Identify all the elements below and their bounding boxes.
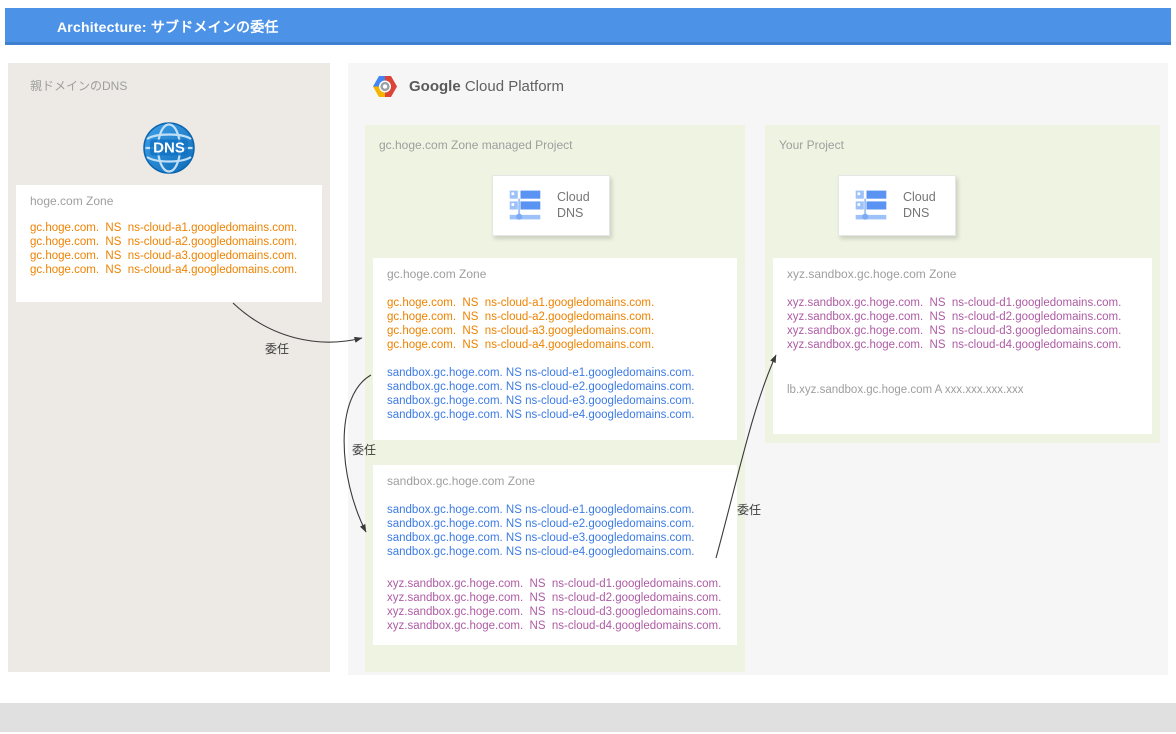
gc-ns-records: gc.hoge.com. NS ns-cloud-a1.googledomain… — [387, 296, 654, 352]
dns-badge-text: DNS — [153, 140, 185, 157]
cloud-dns-label-line2: DNS — [903, 206, 930, 220]
dns-record: sandbox.gc.hoge.com. NS ns-cloud-e1.goog… — [387, 367, 695, 379]
dns-record: gc.hoge.com. NS ns-cloud-a2.googledomain… — [387, 311, 655, 323]
dns-record: gc.hoge.com. NS ns-cloud-a3.googledomain… — [387, 325, 655, 337]
dns-record: gc.hoge.com. NS ns-cloud-a4.googledomain… — [30, 264, 298, 276]
dns-record: xyz.sandbox.gc.hoge.com. NS ns-cloud-d1.… — [787, 297, 1122, 309]
dns-record: xyz.sandbox.gc.hoge.com. NS ns-cloud-d3.… — [787, 325, 1122, 337]
dns-record: xyz.sandbox.gc.hoge.com. NS ns-cloud-d3.… — [387, 606, 722, 618]
dns-record: xyz.sandbox.gc.hoge.com. NS ns-cloud-d4.… — [787, 339, 1122, 351]
dns-record: sandbox.gc.hoge.com. NS ns-cloud-e2.goog… — [387, 381, 695, 393]
dns-record: gc.hoge.com. NS ns-cloud-a4.googledomain… — [387, 339, 655, 351]
xyz-ns-records: xyz.sandbox.gc.hoge.com. NS ns-cloud-d1.… — [787, 296, 1121, 352]
zone-title: hoge.com Zone — [30, 194, 114, 208]
footer-bar — [0, 703, 1176, 732]
dns-record: gc.hoge.com. NS ns-cloud-a3.googledomain… — [30, 250, 298, 262]
cloud-dns-label: Cloud DNS — [557, 189, 590, 221]
dns-record: gc.hoge.com. NS ns-cloud-a2.googledomain… — [30, 236, 298, 248]
hoge-com-zone-box: hoge.com Zone gc.hoge.com. NS ns-cloud-a… — [16, 185, 322, 302]
dns-globe-icon: DNS — [143, 122, 195, 174]
dns-record: sandbox.gc.hoge.com. NS ns-cloud-e4.goog… — [387, 546, 695, 558]
zone-title: xyz.sandbox.gc.hoge.com Zone — [787, 267, 957, 281]
sandbox-ns-records: sandbox.gc.hoge.com. NS ns-cloud-e1.goog… — [387, 503, 694, 559]
parent-panel-label: 親ドメインのDNS — [30, 79, 128, 93]
title-bar: Architecture: サブドメインの委任 — [5, 8, 1171, 45]
dns-record: gc.hoge.com. NS ns-cloud-a1.googledomain… — [30, 222, 298, 234]
gcp-panel: Google Cloud Platform gc.hoge.com Zone m… — [348, 63, 1168, 675]
delegation-label: 委任 — [352, 443, 377, 457]
cloud-dns-card: Cloud DNS — [838, 175, 956, 236]
cloud-dns-card: Cloud DNS — [492, 175, 610, 236]
delegation-label: 委任 — [737, 503, 762, 517]
dns-record: sandbox.gc.hoge.com. NS ns-cloud-e3.goog… — [387, 532, 695, 544]
your-project-panel: Your Project Cloud DNS xyz.sandbox.g — [765, 125, 1160, 443]
gc-delegation-records: gc.hoge.com. NS ns-cloud-a1.googledomain… — [30, 221, 297, 277]
xyz-delegation-records: xyz.sandbox.gc.hoge.com. NS ns-cloud-d1.… — [387, 577, 721, 633]
dns-record: xyz.sandbox.gc.hoge.com. NS ns-cloud-d1.… — [387, 578, 722, 590]
gcp-brand-text: Google Cloud Platform — [409, 78, 564, 95]
dns-record: sandbox.gc.hoge.com. NS ns-cloud-e3.goog… — [387, 395, 695, 407]
dns-record: lb.xyz.sandbox.gc.hoge.com A xxx.xxx.xxx… — [787, 384, 1024, 396]
managed-project-panel: gc.hoge.com Zone managed Project Cloud D… — [365, 125, 745, 672]
cloud-dns-label-line1: Cloud — [903, 190, 936, 204]
dns-record: sandbox.gc.hoge.com. NS ns-cloud-e2.goog… — [387, 518, 695, 530]
zone-title: sandbox.gc.hoge.com Zone — [387, 474, 536, 488]
cloud-dns-label: Cloud DNS — [903, 189, 936, 221]
sandbox-delegation-records: sandbox.gc.hoge.com. NS ns-cloud-e1.goog… — [387, 366, 694, 422]
parent-dns-panel: 親ドメインのDNS DNS hoge.com Zone gc.hoge.com.… — [8, 63, 330, 672]
gc-hoge-zone-box: gc.hoge.com Zone gc.hoge.com. NS ns-clou… — [373, 258, 737, 440]
dns-record: xyz.sandbox.gc.hoge.com. NS ns-cloud-d4.… — [387, 620, 722, 632]
dns-record: xyz.sandbox.gc.hoge.com. NS ns-cloud-d2.… — [387, 592, 722, 604]
gcp-brand: Google Cloud Platform — [372, 73, 564, 99]
cloud-dns-label-line1: Cloud — [557, 190, 590, 204]
sandbox-zone-box: sandbox.gc.hoge.com Zone sandbox.gc.hoge… — [373, 465, 737, 645]
lb-a-record: lb.xyz.sandbox.gc.hoge.com A xxx.xxx.xxx… — [787, 383, 1024, 397]
cloud-dns-label-line2: DNS — [557, 206, 584, 220]
cloud-dns-icon — [855, 190, 887, 220]
dns-record: sandbox.gc.hoge.com. NS ns-cloud-e1.goog… — [387, 504, 695, 516]
brand-google: Google — [409, 77, 461, 95]
xyz-sandbox-zone-box: xyz.sandbox.gc.hoge.com Zone xyz.sandbox… — [773, 258, 1152, 434]
your-project-label: Your Project — [779, 138, 844, 152]
zone-title: gc.hoge.com Zone — [387, 267, 487, 281]
page-title: Architecture: サブドメインの委任 — [57, 19, 279, 35]
dns-record: xyz.sandbox.gc.hoge.com. NS ns-cloud-d2.… — [787, 311, 1122, 323]
gcp-logo-icon — [373, 75, 397, 97]
cloud-dns-icon — [509, 190, 541, 220]
delegation-label: 委任 — [265, 342, 290, 356]
managed-project-label: gc.hoge.com Zone managed Project — [379, 138, 573, 152]
dns-record: gc.hoge.com. NS ns-cloud-a1.googledomain… — [387, 297, 655, 309]
dns-record: sandbox.gc.hoge.com. NS ns-cloud-e4.goog… — [387, 409, 695, 421]
brand-cloud-platform: Cloud Platform — [464, 77, 565, 95]
